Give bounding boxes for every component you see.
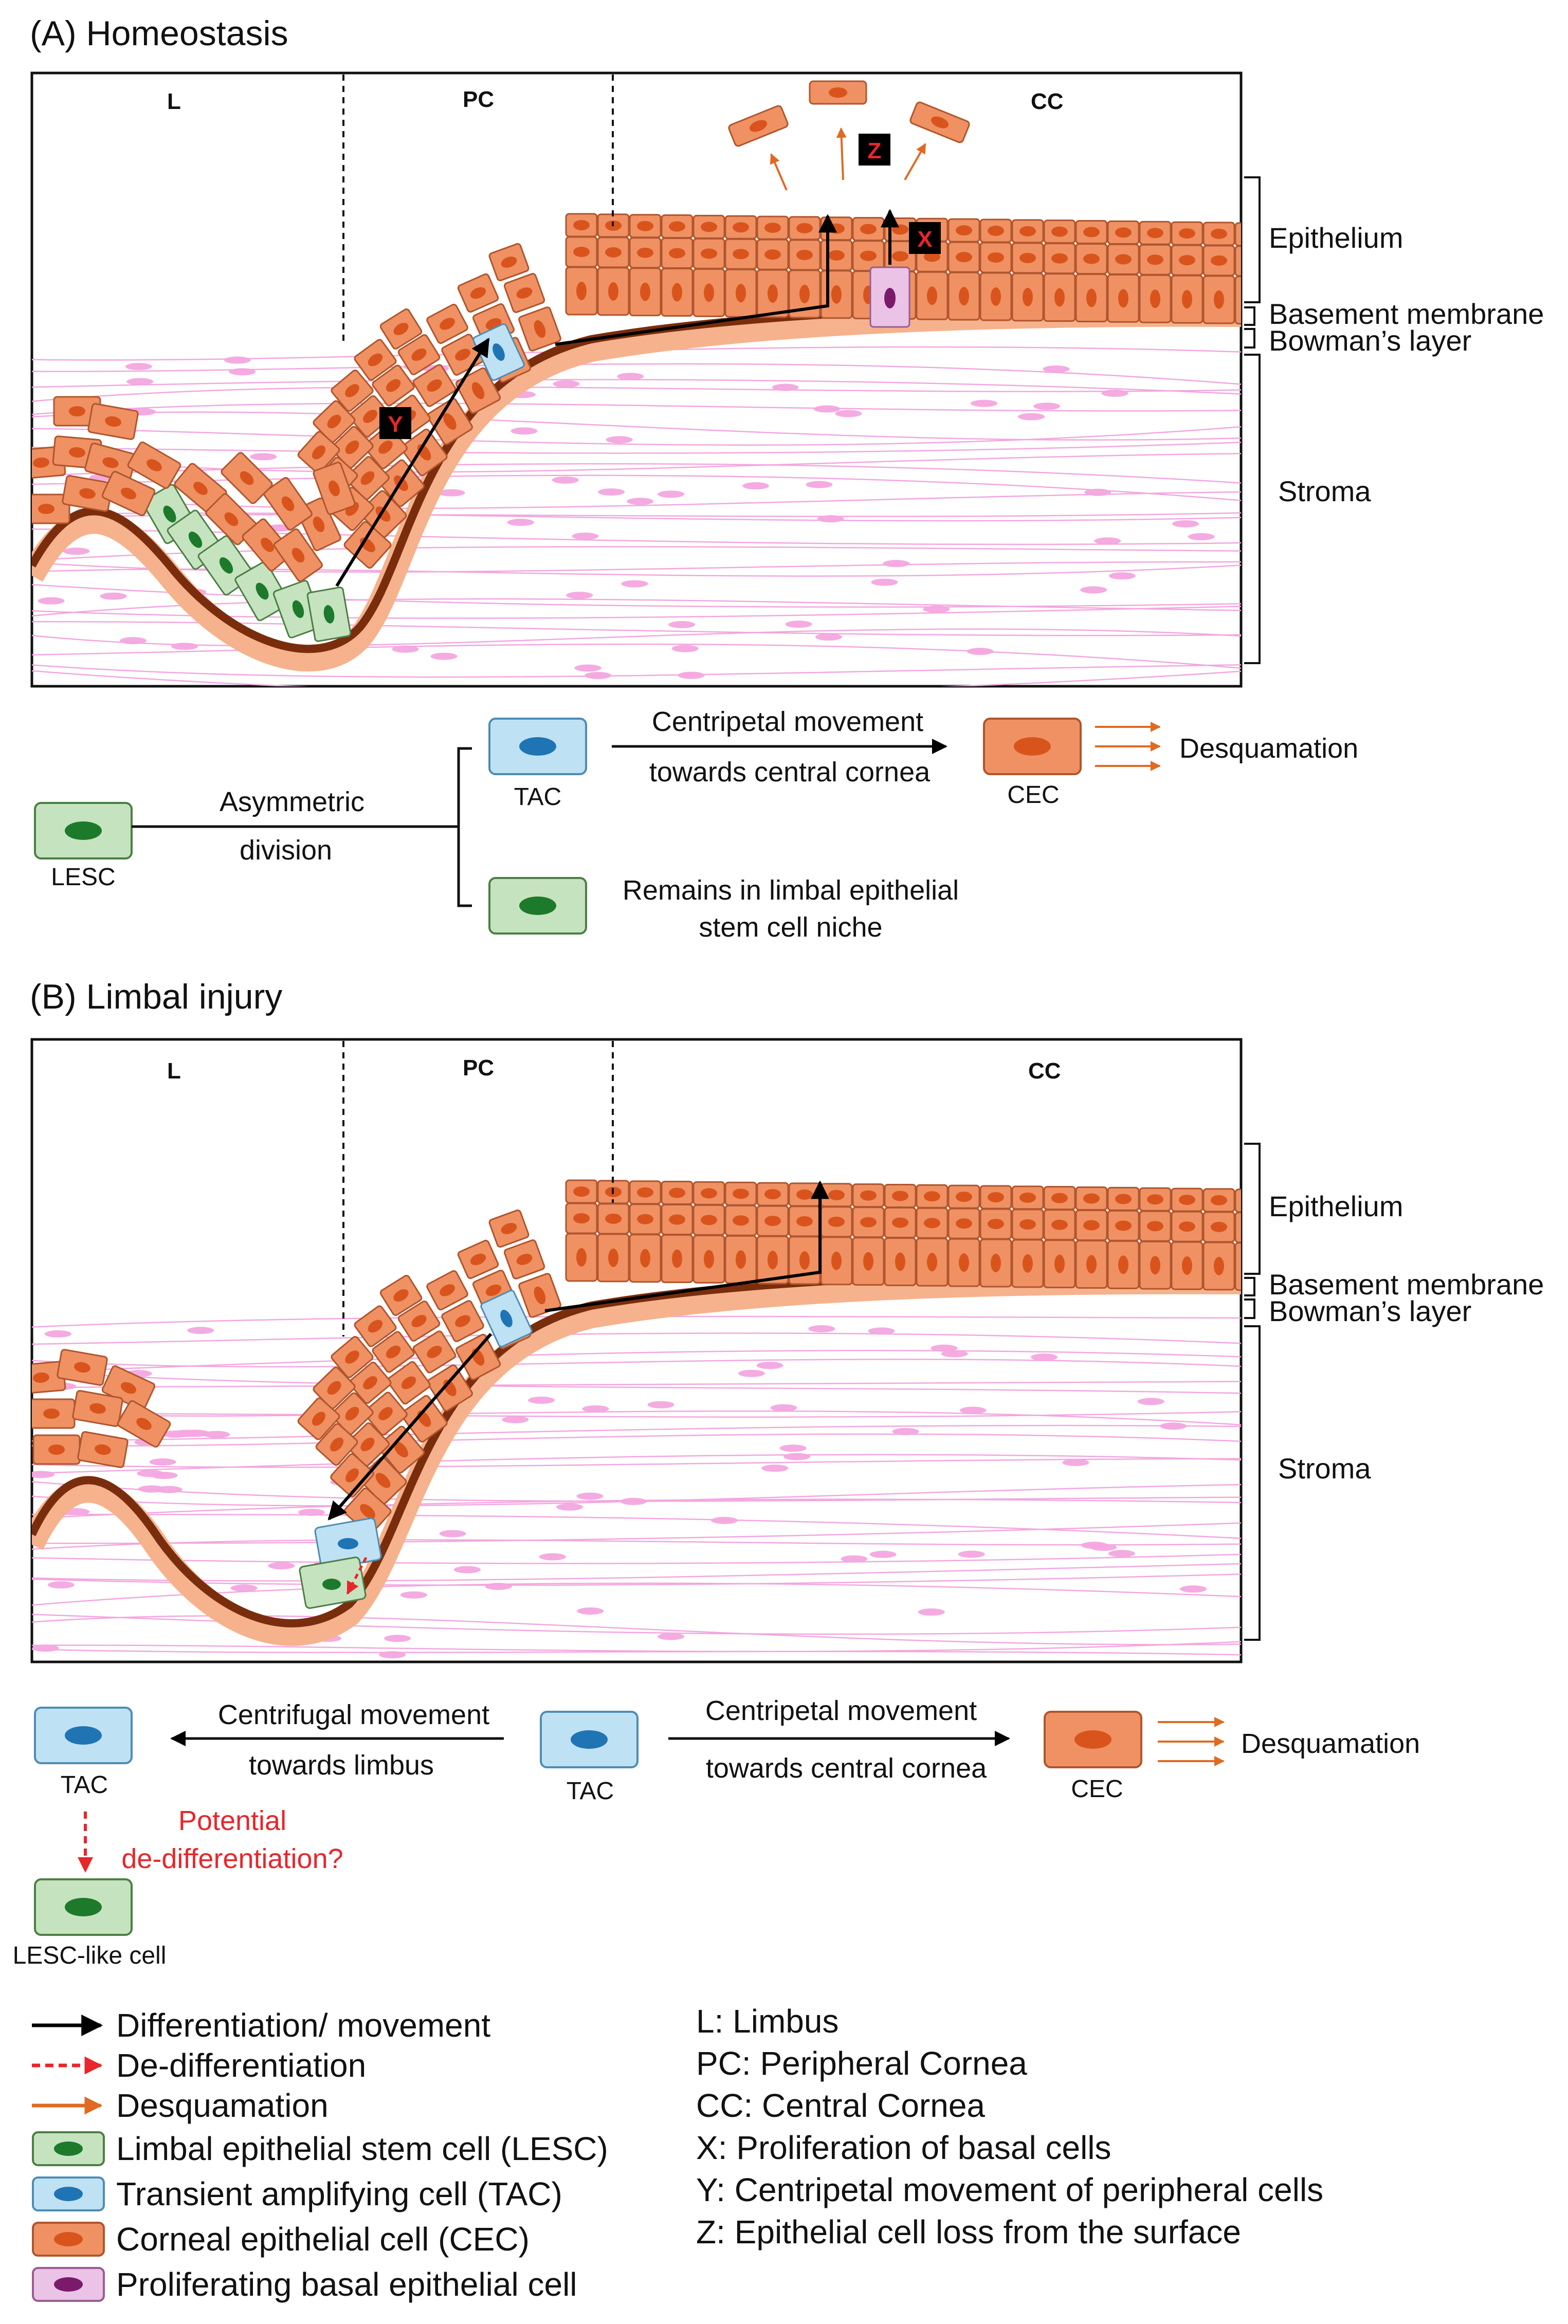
flow-b-centripetal-2: towards central cornea: [706, 1753, 987, 1784]
proliferating-basal-cell: [869, 266, 910, 328]
flow-centripetal-1: Centripetal movement: [652, 706, 923, 737]
legend-label-tac: Transient amplifying cell (TAC): [116, 2175, 562, 2212]
region-label-cc: CC: [1031, 89, 1064, 114]
arrow-tac-to-surface: [555, 214, 837, 346]
flow-b-lesc-like-label: LESC-like cell: [13, 1942, 167, 1969]
region-label-l-b: L: [167, 1058, 181, 1084]
layer-stroma-b: Stroma: [1278, 1452, 1371, 1485]
flow-b-desquamation-label: Desquamation: [1241, 1728, 1420, 1759]
flow-b-tac-mid-cell: [540, 1711, 639, 1768]
flow-b-centrifugal-1: Centrifugal movement: [218, 1699, 489, 1730]
flow-b-potential-1: Potential: [178, 1805, 286, 1836]
flow-division-1: Asymmetric: [220, 786, 364, 817]
region-label-pc: PC: [463, 87, 494, 112]
flow-lesc-cell: [34, 802, 133, 859]
panel-b-diagram: L PC CC Epithelium Basement membrane Bow…: [30, 1038, 1544, 1663]
marker-x: X: [909, 222, 941, 254]
injury-lesc-like-cell: [299, 1557, 367, 1609]
flow-b-desquamation-arrows: [1158, 1717, 1225, 1766]
layer-stroma-a: Stroma: [1278, 475, 1371, 507]
region-label-l: L: [167, 89, 181, 114]
epithelium-cells-b: [32, 1179, 1241, 1535]
region-label-pc-b: PC: [463, 1055, 494, 1081]
flow-remains-1: Remains in limbal epithelial: [623, 875, 959, 906]
legend-symbol-cec: [32, 2222, 105, 2257]
legend-label-prolif: Proliferating basal epithelial cell: [116, 2266, 577, 2303]
panel-b-title: (B) Limbal injury: [30, 977, 282, 1016]
panel-a-title: (A) Homeostasis: [30, 14, 288, 53]
flow-cec-cell: [983, 718, 1082, 775]
layer-brackets-b: [1244, 1143, 1261, 1641]
flow-centripetal-2: towards central cornea: [649, 757, 931, 788]
flow-b-lesc-like-cell: [34, 1878, 133, 1936]
flow-b-potential-2: de-differentiation?: [121, 1843, 343, 1874]
legend-abbr-x: X: Proliferation of basal cells: [696, 2129, 1111, 2166]
layer-bowman-a: Bowman’s layer: [1269, 324, 1471, 357]
arrow-centrifugal-b: [327, 1333, 493, 1521]
arrow-y-centripetal: [335, 337, 490, 587]
legend-symbol-tac: [32, 2176, 105, 2211]
flow-division-2: division: [240, 835, 332, 866]
flow-b-tac-mid-label: TAC: [567, 1778, 614, 1805]
panel-a-diagram: L PC CC Y X Z: [30, 71, 1544, 688]
legend: Differentiation/ movement De-differentia…: [32, 2003, 1323, 2303]
panel-a-flow: LESC Asymmetric division TAC Centripetal…: [34, 706, 1358, 943]
layer-basement-a: Basement membrane: [1269, 298, 1544, 330]
legend-symbol-lesc: [32, 2131, 105, 2166]
legend-abbr-l: L: Limbus: [696, 2003, 838, 2040]
arrow-centripetal-b: [544, 1180, 829, 1312]
legend-abbr-pc: PC: Peripheral Cornea: [696, 2045, 1027, 2082]
flow-cec-label: CEC: [1007, 781, 1059, 809]
layer-epithelium-a: Epithelium: [1269, 222, 1403, 254]
layer-bowman-b: Bowman’s layer: [1269, 1295, 1471, 1327]
injury-dedifferentiation-arrow: [346, 1557, 368, 1595]
flow-tac-cell: [488, 718, 587, 775]
marker-z: Z: [859, 134, 890, 166]
stroma-fibers-b: [32, 1315, 1241, 1659]
layer-epithelium-b: Epithelium: [1269, 1190, 1403, 1222]
marker-y: Y: [379, 407, 411, 439]
layer-brackets-a: [1244, 176, 1261, 664]
svg-text:Y: Y: [388, 412, 403, 437]
flow-lesc-label: LESC: [51, 864, 115, 891]
panel-b-frame: [30, 1038, 1243, 1663]
legend-label-dedifferentiation: De-differentiation: [116, 2047, 366, 2084]
legend-abbr-y: Y: Centripetal movement of peripheral ce…: [696, 2171, 1323, 2208]
flow-desquamation-label: Desquamation: [1179, 733, 1358, 764]
desquamating-cells: [728, 80, 970, 191]
legend-abbr-cc: CC: Central Cornea: [696, 2087, 985, 2124]
flow-b-centrifugal-2: towards limbus: [249, 1750, 434, 1781]
legend-symbol-prolif: [32, 2267, 105, 2302]
layer-basement-b: Basement membrane: [1269, 1268, 1544, 1301]
panel-b-flow: TAC Centrifugal movement towards limbus …: [13, 1695, 1420, 1969]
flow-b-tac-left-label: TAC: [61, 1771, 108, 1799]
flow-desquamation-arrows: [1095, 722, 1161, 771]
flow-remaining-lesc-cell: [488, 877, 587, 935]
svg-text:X: X: [917, 227, 932, 252]
legend-abbr-z: Z: Epithelial cell loss from the surface: [696, 2213, 1241, 2250]
flow-tac-label: TAC: [514, 783, 561, 811]
region-label-cc-b: CC: [1028, 1058, 1061, 1084]
flow-remains-2: stem cell niche: [699, 912, 882, 943]
flow-b-centripetal-1: Centripetal movement: [705, 1695, 977, 1726]
legend-label-differentiation: Differentiation/ movement: [116, 2007, 490, 2044]
legend-label-cec: Corneal epithelial cell (CEC): [116, 2221, 530, 2258]
flow-b-tac-left-cell: [34, 1707, 133, 1764]
flow-b-cec-label: CEC: [1071, 1776, 1123, 1803]
legend-label-desquamation: Desquamation: [116, 2087, 329, 2124]
legend-label-lesc: Limbal epithelial stem cell (LESC): [116, 2130, 608, 2167]
svg-text:Z: Z: [868, 138, 882, 163]
flow-b-cec-cell: [1044, 1711, 1142, 1768]
